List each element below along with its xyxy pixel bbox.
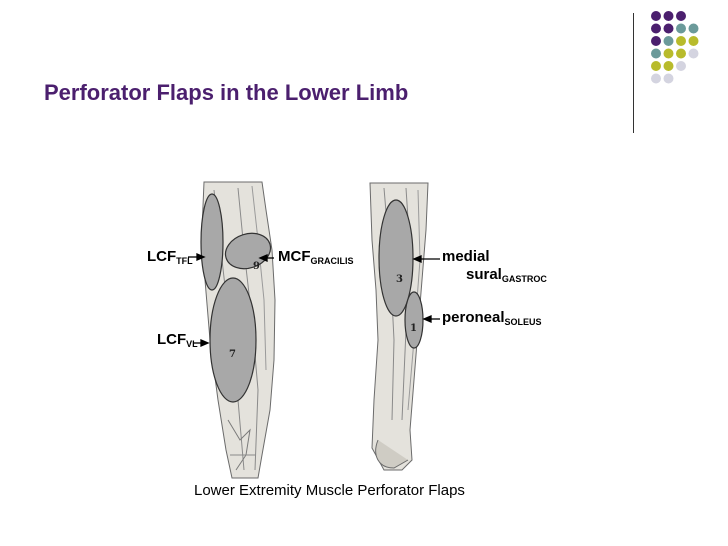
flap-lcf-tfl [200,193,224,291]
figure-caption: Lower Extremity Muscle Perforator Flaps [194,482,465,499]
thigh-illustration [200,181,276,479]
label-sural-gastroc: suralGASTROC [466,266,547,284]
flap-number-9: 9 [253,261,260,272]
pointer-arrows [188,253,440,347]
flap-number-3: 3 [396,274,403,285]
flap-sural-gastroc [378,199,414,317]
flap-mcf-gracilis [224,232,272,270]
divider-line [633,13,634,133]
flap-number-1: 1 [410,323,417,334]
label-medial: medial [442,248,490,265]
label-lcf-tfl: LCFTFL [147,248,193,266]
label-mcf-gracilis: MCFGRACILIS [278,248,354,266]
leg-illustration [369,182,429,471]
label-peroneal-soleus: peronealSOLEUS [442,309,542,327]
flap-peroneal-soleus [404,291,424,349]
flap-lcf-vl [209,277,257,403]
label-lcf-vl: LCFVL [157,331,198,349]
flap-number-7: 7 [229,349,236,360]
slide-title: Perforator Flaps in the Lower Limb [44,80,409,105]
